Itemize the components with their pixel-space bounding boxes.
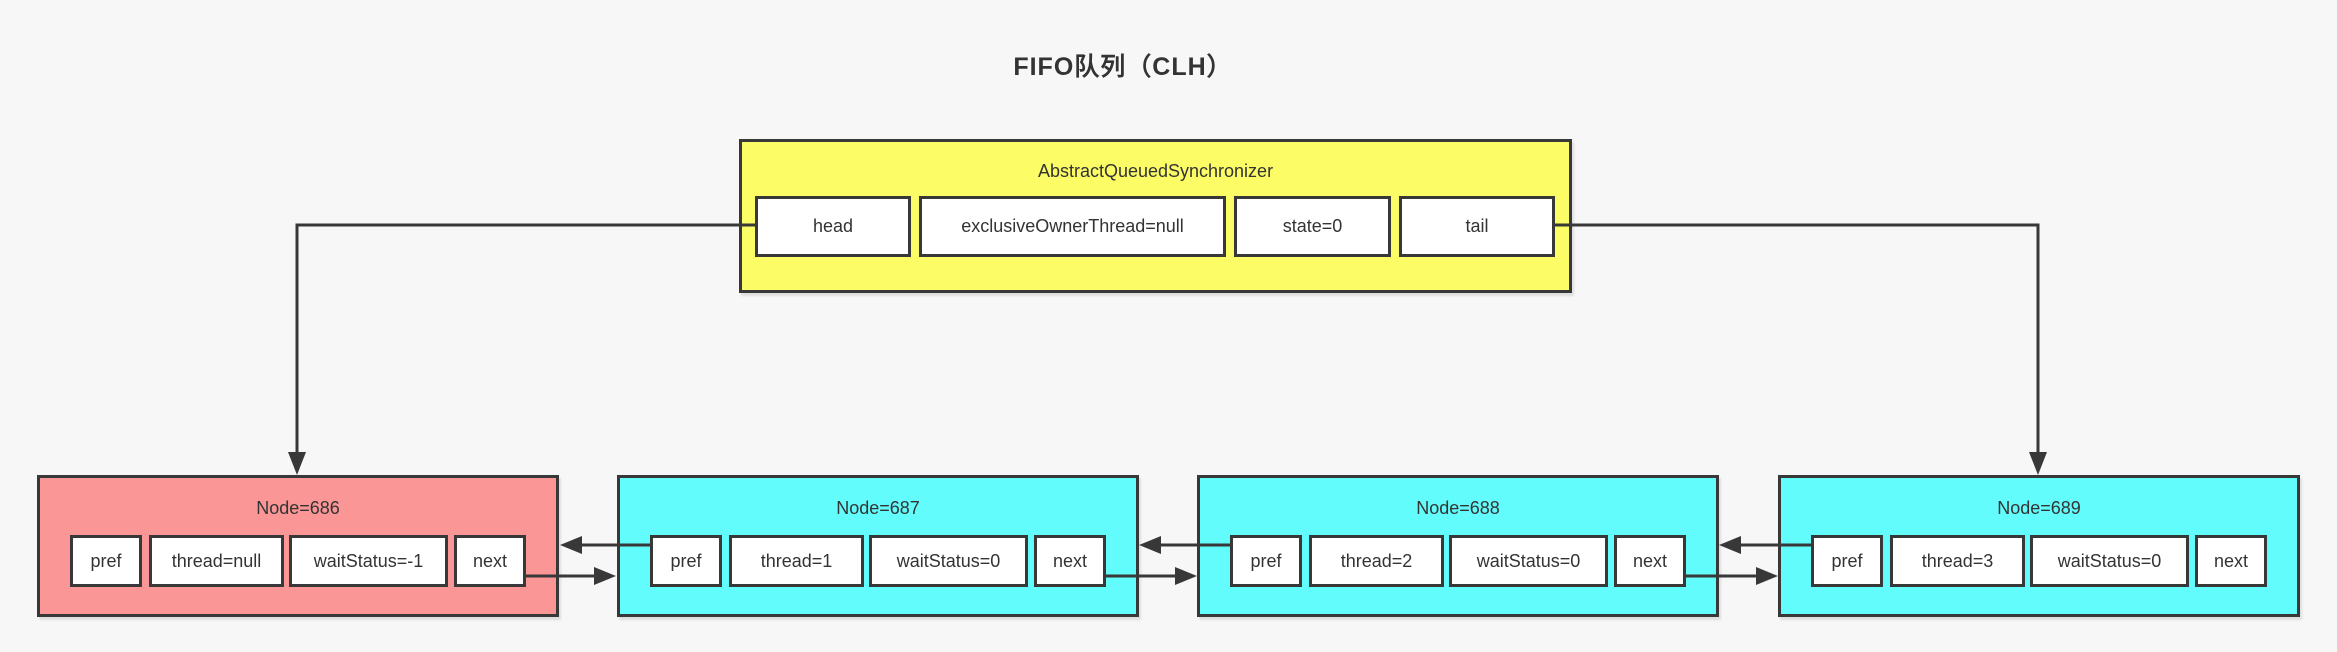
node-field-thread: thread=1: [729, 535, 864, 587]
node-field-thread: thread=2: [1309, 535, 1444, 587]
aqs-box-title: AbstractQueuedSynchronizer: [1037, 161, 1274, 181]
head-pointer-arrow: [288, 223, 755, 475]
queue-node-687: Node=687 pref thread=1 waitStatus=0 next: [617, 475, 1139, 617]
node-field-thread: thread=null: [149, 535, 284, 587]
aqs-field-exclusive-owner-thread: exclusiveOwnerThread=null: [919, 196, 1226, 257]
diagram-title: FIFO队列（CLH）: [1013, 53, 1233, 81]
node-field-next: next: [1614, 535, 1686, 587]
queue-node-686: Node=686 pref thread=null waitStatus=-1 …: [37, 475, 559, 617]
aqs-field-head: head: [755, 196, 911, 257]
node-field-wait-status: waitStatus=0: [2030, 535, 2189, 587]
aqs-field-state: state=0: [1234, 196, 1391, 257]
node-title: Node=688: [1416, 498, 1500, 518]
node-title: Node=686: [256, 498, 340, 518]
aqs-box: AbstractQueuedSynchronizer head exclusiv…: [739, 139, 1572, 293]
queue-node-689: Node=689 pref thread=3 waitStatus=0 next: [1778, 475, 2300, 617]
node-field-pref: pref: [1230, 535, 1302, 587]
node-field-next: next: [1034, 535, 1106, 587]
node-field-wait-status: waitStatus=0: [1449, 535, 1608, 587]
node-field-next: next: [2195, 535, 2267, 587]
queue-node-688: Node=688 pref thread=2 waitStatus=0 next: [1197, 475, 1719, 617]
node-field-pref: pref: [70, 535, 142, 587]
node-title: Node=689: [1997, 498, 2081, 518]
node-field-pref: pref: [650, 535, 722, 587]
tail-pointer-arrow: [1555, 223, 2047, 475]
node-field-pref: pref: [1811, 535, 1883, 587]
node-field-next: next: [454, 535, 526, 587]
node-field-thread: thread=3: [1890, 535, 2025, 587]
node-field-wait-status: waitStatus=0: [869, 535, 1028, 587]
aqs-field-tail: tail: [1399, 196, 1555, 257]
node-title: Node=687: [836, 498, 920, 518]
node-field-wait-status: waitStatus=-1: [289, 535, 448, 587]
